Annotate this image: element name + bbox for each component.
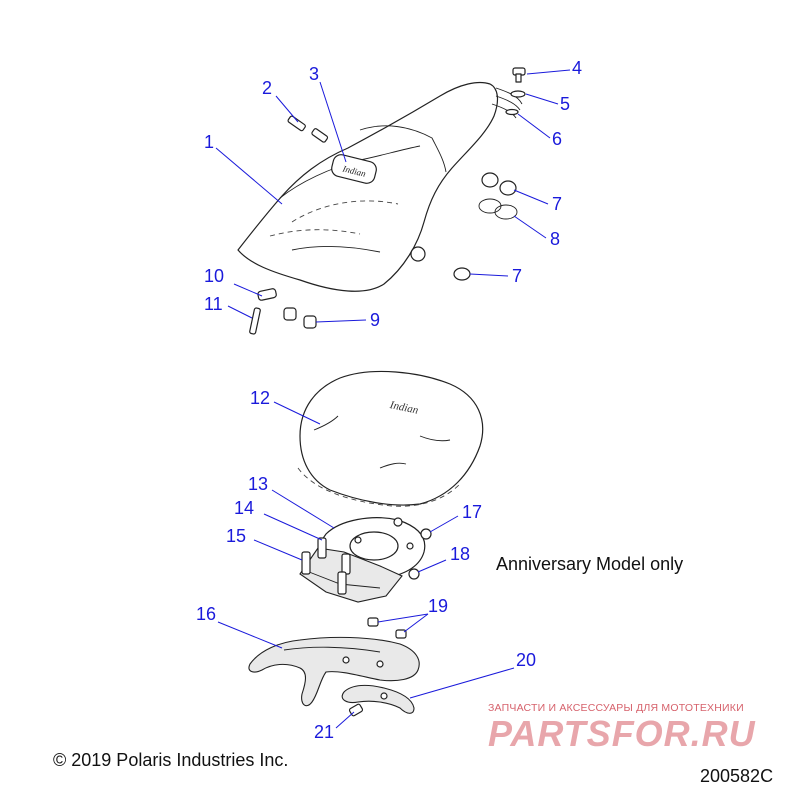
nut-9 [283, 307, 317, 329]
callout-4: 4 [572, 58, 582, 78]
grommet-7-lower [453, 267, 471, 281]
nut-17b [393, 517, 403, 527]
callout-5: 5 [560, 94, 570, 114]
copyright-text: © 2019 Polaris Industries Inc. [53, 750, 289, 770]
callout-19: 19 [428, 596, 448, 616]
callout-20: 20 [516, 650, 536, 670]
callout-9: 9 [370, 310, 380, 330]
watermark-logo: ЗАПЧАСТИ И АКСЕССУАРЫ ДЛЯ МОТОТЕХНИКИ PA… [488, 702, 778, 754]
bracket-14 [299, 537, 403, 603]
mount-plate [320, 517, 426, 580]
seat-assembly: Indian [237, 81, 523, 292]
screw-4 [512, 67, 526, 83]
leader-lines [215, 69, 571, 729]
callout-8: 8 [550, 229, 560, 249]
callout-1: 1 [204, 132, 214, 152]
nut-17 [420, 528, 432, 540]
nut-18 [408, 568, 420, 580]
callout-7-upper: 7 [552, 194, 562, 214]
callout-11: 11 [204, 294, 223, 314]
watermark-brand: PARTSFOR.RU [488, 713, 756, 754]
callout-labels: 1 2 3 4 5 6 7 8 7 9 10 11 12 13 14 15 17… [196, 58, 582, 742]
callout-18: 18 [450, 544, 470, 564]
seal-8 [478, 198, 518, 220]
callout-6: 6 [552, 129, 562, 149]
washer-5 [510, 90, 526, 98]
figure-number: 200582C [700, 766, 774, 786]
callout-15: 15 [226, 526, 246, 546]
callout-2: 2 [262, 78, 272, 98]
stud-11 [249, 307, 261, 335]
backrest-pad: Indian [297, 370, 484, 507]
callout-21: 21 [314, 722, 334, 742]
callout-16: 16 [196, 604, 216, 624]
callout-14: 14 [234, 498, 254, 518]
callout-12: 12 [250, 388, 270, 408]
callout-10: 10 [204, 266, 224, 286]
callout-7-lower: 7 [512, 266, 522, 286]
grommet-7 [481, 172, 517, 196]
lower-bracket-16 [248, 636, 420, 707]
bolt-2 [287, 115, 329, 143]
anniversary-note: Anniversary Model only [496, 554, 684, 574]
bracket-20 [341, 684, 415, 714]
seat-badge: Indian [331, 154, 377, 184]
callout-13: 13 [248, 474, 268, 494]
watermark-subtitle: ЗАПЧАСТИ И АКСЕССУАРЫ ДЛЯ МОТОТЕХНИКИ [488, 702, 744, 714]
callout-3: 3 [309, 64, 319, 84]
screw-15 [301, 551, 347, 595]
callout-17: 17 [462, 502, 482, 522]
washer-6 [505, 108, 519, 116]
clip-10 [257, 288, 277, 301]
